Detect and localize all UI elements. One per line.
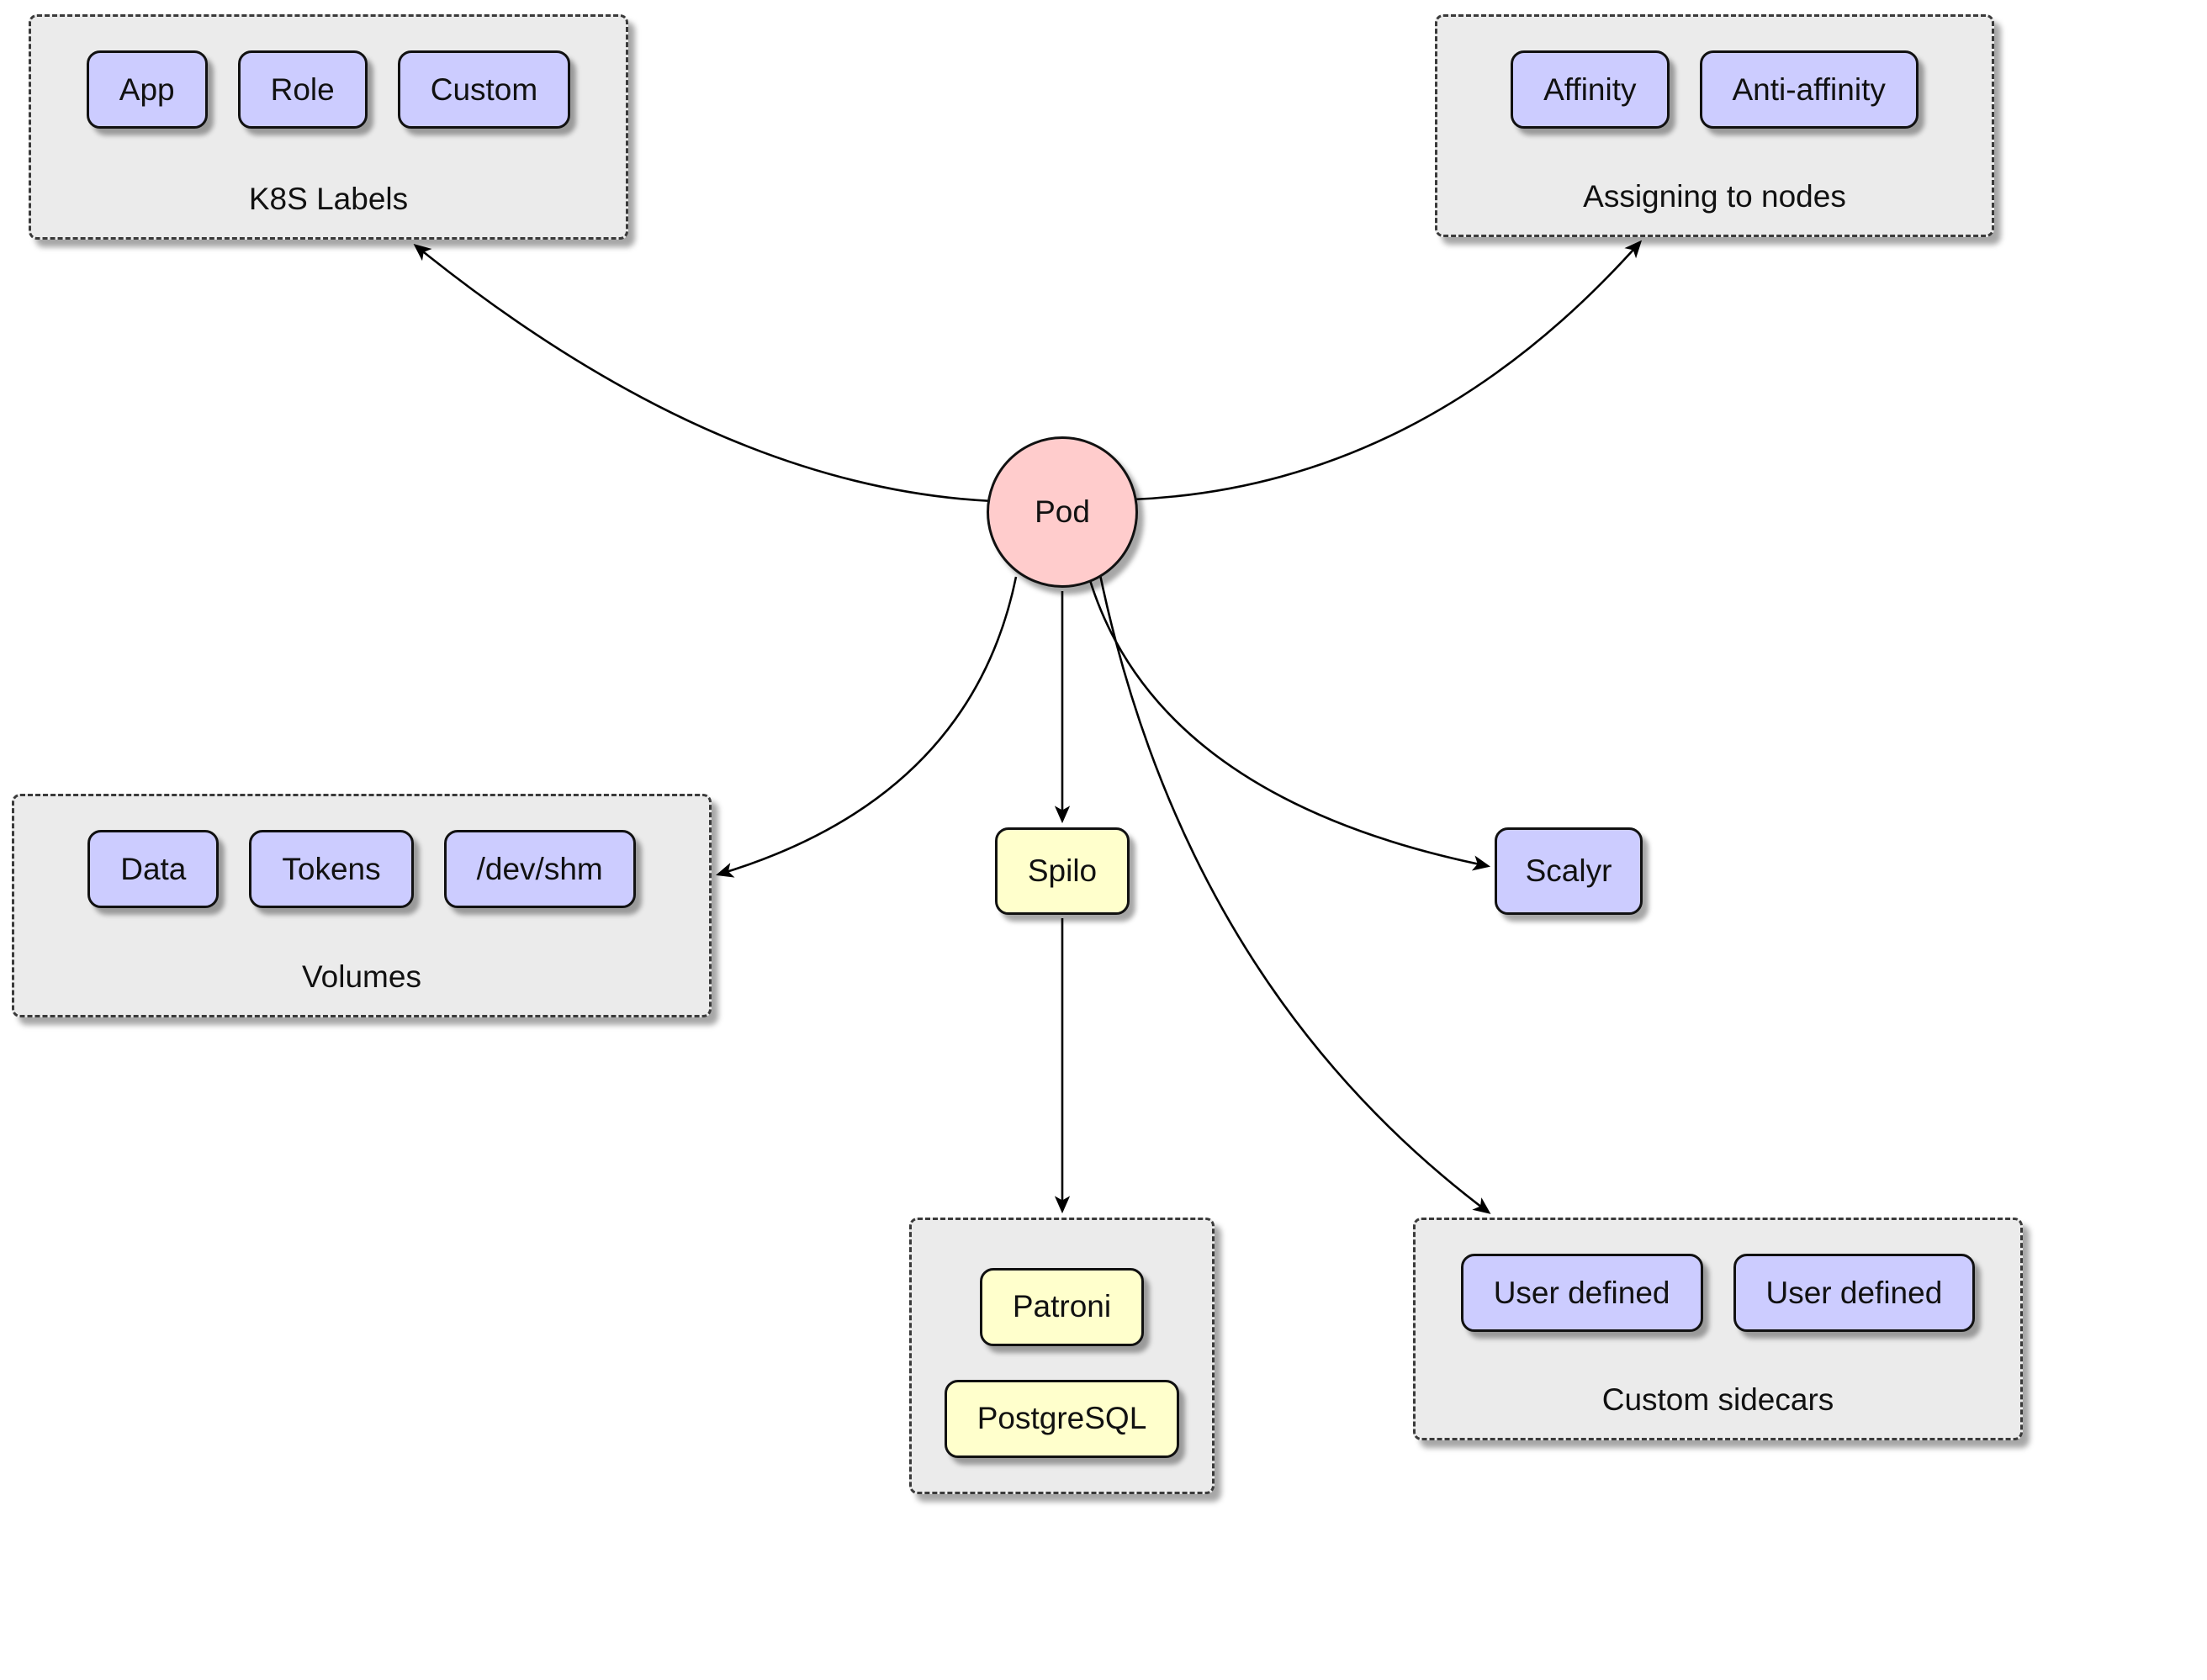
arrow-pod-to-k8s-labels	[413, 244, 993, 503]
chip-user-defined-2: User defined	[1733, 1254, 1976, 1332]
chip-dev-shm: /dev/shm	[443, 830, 636, 908]
arrow-pod-to-volumes	[716, 576, 1018, 878]
node-spilo: Spilo	[995, 827, 1130, 915]
k8s-labels-caption: K8S Labels	[248, 182, 409, 216]
chip-data: Data	[87, 830, 220, 908]
k8s-labels-chip-row: App Role Custom	[86, 50, 571, 129]
chip-affinity: Affinity	[1511, 50, 1670, 129]
assigning-chip-row: Affinity Anti-affinity	[1511, 50, 1919, 129]
chip-anti-affinity: Anti-affinity	[1699, 50, 1919, 129]
arrow-pod-to-sidecars	[1098, 570, 1491, 1214]
chip-app: App	[86, 50, 208, 129]
sidecars-caption: Custom sidecars	[1601, 1382, 1834, 1417]
arrow-pod-to-scalyr	[1088, 577, 1491, 871]
chip-custom: Custom	[397, 50, 571, 129]
group-volumes: Data Tokens /dev/shm Volumes	[12, 794, 712, 1017]
group-spilo-stack: Patroni PostgreSQL	[909, 1218, 1215, 1494]
chip-patroni: Patroni	[979, 1267, 1145, 1346]
spilo-stack-col: Patroni PostgreSQL	[944, 1267, 1180, 1458]
volumes-caption: Volumes	[302, 959, 421, 994]
volumes-chip-row: Data Tokens /dev/shm	[87, 830, 636, 908]
chip-role: Role	[237, 50, 368, 129]
arrow-pod-to-assigning	[1131, 240, 1643, 501]
chip-user-defined-1: User defined	[1460, 1254, 1703, 1332]
chip-postgresql: PostgreSQL	[944, 1379, 1180, 1458]
assigning-caption: Assigning to nodes	[1583, 179, 1846, 214]
group-k8s-labels: App Role Custom K8S Labels	[29, 14, 628, 240]
group-custom-sidecars: User defined User defined Custom sidecar…	[1413, 1218, 2023, 1440]
chip-tokens: Tokens	[249, 830, 414, 908]
sidecars-chip-row: User defined User defined	[1460, 1254, 1976, 1332]
group-assigning-to-nodes: Affinity Anti-affinity Assigning to node…	[1435, 14, 1994, 237]
node-scalyr: Scalyr	[1495, 827, 1643, 915]
node-pod: Pod	[987, 436, 1138, 588]
